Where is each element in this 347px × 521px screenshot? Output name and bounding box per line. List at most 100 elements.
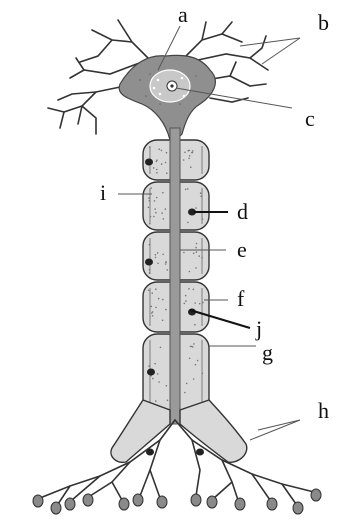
sheath-texture-dot xyxy=(155,307,157,309)
sheath-texture-dot xyxy=(187,222,189,224)
sheath-texture-dot xyxy=(165,309,167,311)
sheath-texture-dot xyxy=(160,347,162,349)
sheath-texture-dot xyxy=(185,189,187,191)
sheath-texture-dot xyxy=(188,158,190,160)
sheath-texture-dot xyxy=(157,263,159,265)
sheath-texture-dot xyxy=(162,299,164,301)
sheath-texture-dot xyxy=(156,169,158,171)
terminal-sheath-right xyxy=(180,400,247,462)
label-e: e xyxy=(237,237,247,262)
sheath-texture-dot xyxy=(163,218,165,220)
sheath-texture-dot xyxy=(157,373,159,375)
sheath-texture-dot xyxy=(202,373,204,375)
sheath-texture-dot xyxy=(165,262,167,264)
sheath-texture-dot xyxy=(155,254,157,256)
sheath-texture-dot xyxy=(192,152,194,154)
sheath-texture-dot xyxy=(166,172,168,174)
sheath-texture-dot xyxy=(184,392,186,394)
terminal-sheath-left xyxy=(111,400,170,462)
label-j: j xyxy=(255,316,262,341)
sheath-texture-dot xyxy=(195,247,197,249)
label-h: h xyxy=(318,398,329,423)
sheath-texture-dot xyxy=(152,378,154,380)
label-a: a xyxy=(178,2,188,27)
sheath-texture-dot xyxy=(188,288,190,290)
sheath-texture-dot xyxy=(148,290,150,292)
sheath-texture-dot xyxy=(165,263,167,265)
sheath-texture-dot xyxy=(158,298,160,300)
sheath-texture-dot xyxy=(161,163,163,165)
sheath-texture-dot xyxy=(149,223,151,225)
sheath-texture-dot xyxy=(167,269,169,271)
sheath-texture-dot xyxy=(185,300,187,302)
sheath-texture-dot xyxy=(154,200,156,202)
sheath-texture-dot xyxy=(192,150,194,152)
sheath-texture-dot xyxy=(193,252,195,254)
sheath-texture-dot xyxy=(194,324,196,326)
sheath-texture-dot xyxy=(187,188,189,190)
sheath-texture-dot xyxy=(166,152,168,154)
sheath-texture-dot xyxy=(148,197,150,199)
sheath-texture-dot xyxy=(155,288,157,290)
sheath-texture-dot xyxy=(201,257,203,259)
sheath-texture-dot xyxy=(167,400,169,402)
label-f: f xyxy=(237,286,245,311)
label-g: g xyxy=(262,340,273,365)
sheath-texture-dot xyxy=(165,162,167,164)
sheath-texture-dot xyxy=(192,346,194,348)
sheath-texture-dot xyxy=(190,166,192,168)
sheath-texture-dot xyxy=(193,343,195,345)
sheath-texture-dot xyxy=(156,161,158,163)
sheath-texture-dot xyxy=(200,192,202,194)
sheath-texture-dot xyxy=(166,385,168,387)
sheath-texture-dot xyxy=(151,187,153,189)
sheath-texture-dot xyxy=(189,358,191,360)
sheath-texture-dot xyxy=(196,251,198,253)
sheath-texture-dot xyxy=(184,303,186,305)
sheath-texture-dot xyxy=(162,254,164,256)
sheath-texture-dot xyxy=(165,208,167,210)
label-i: i xyxy=(100,180,106,205)
sheath-texture-dot xyxy=(183,252,185,254)
label-b: b xyxy=(318,10,329,35)
sheath-texture-dot xyxy=(185,295,187,297)
synaptic-knobs xyxy=(33,489,321,514)
sheath-texture-dot xyxy=(184,152,186,154)
sheath-texture-dot xyxy=(195,267,197,269)
sheath-texture-dot xyxy=(202,218,204,220)
sheath-texture-dot xyxy=(152,311,154,313)
sheath-texture-dot xyxy=(151,306,153,308)
sheath-texture-dot xyxy=(156,172,158,174)
sheath-texture-dot xyxy=(193,289,195,291)
sheath-texture-dot xyxy=(149,269,151,271)
sheath-texture-dot xyxy=(155,212,157,214)
sheath-texture-dot xyxy=(151,292,153,294)
sheath-texture-dot xyxy=(198,255,200,257)
sheath-texture-dot xyxy=(189,155,191,157)
sheath-texture-dot xyxy=(200,196,202,198)
label-c: c xyxy=(305,106,315,131)
sheath-texture-dot xyxy=(153,216,155,218)
sheath-texture-dot xyxy=(149,272,151,274)
sheath-texture-dot xyxy=(155,400,157,402)
sheath-texture-dot xyxy=(156,197,158,199)
sheath-texture-dot xyxy=(199,303,201,305)
sheath-texture-dot xyxy=(158,148,160,150)
sheath-texture-dot xyxy=(183,159,185,161)
axon-terminals xyxy=(40,420,314,504)
sheath-texture-dot xyxy=(148,207,150,209)
sheath-texture-dot xyxy=(153,167,155,169)
label-d: d xyxy=(237,199,248,224)
sheath-texture-dot xyxy=(149,244,151,246)
sheath-texture-dot xyxy=(157,252,159,254)
sheath-texture-dot xyxy=(149,147,151,149)
sheath-texture-dot xyxy=(162,320,164,322)
sheath-texture-dot xyxy=(162,192,164,194)
sheath-texture-dot xyxy=(189,150,191,152)
sheath-texture-dot xyxy=(202,302,204,304)
sheath-texture-dot xyxy=(193,378,195,380)
sheath-texture-dot xyxy=(195,207,197,209)
sheath-texture-dot xyxy=(197,360,199,362)
sheath-texture-dot xyxy=(150,216,152,218)
sheath-texture-dot xyxy=(161,212,163,214)
